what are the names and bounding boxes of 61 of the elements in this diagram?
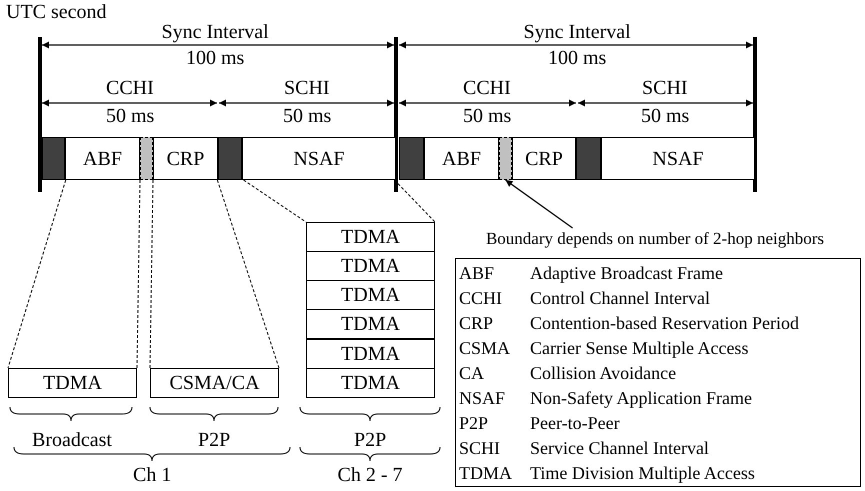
slot-label: TDMA <box>341 255 400 277</box>
definition-cell: Collision Avoidance <box>530 364 676 383</box>
segment-label: ABF <box>442 148 481 170</box>
slot-label: TDMA <box>341 343 400 365</box>
frame-segment <box>512 137 576 180</box>
definition-cell: Service Channel Interval <box>530 439 709 458</box>
guard-interval-bar <box>576 137 601 180</box>
slot-box <box>306 309 435 339</box>
frame-segment <box>424 137 499 180</box>
slot-box <box>306 339 435 369</box>
definition-cell: Time Division Multiple Access <box>530 464 755 483</box>
projection-line <box>136 180 140 368</box>
segment-label: CRP <box>166 148 204 170</box>
segment-label: NSAF <box>652 148 704 170</box>
boundary-bar <box>140 137 153 180</box>
abbreviation-cell: NSAF <box>459 389 506 408</box>
projection-line <box>243 180 306 222</box>
abbreviation-cell: P2P <box>459 414 488 433</box>
slot-box <box>150 368 279 398</box>
abbreviation-cell: CCHI <box>459 289 502 308</box>
interval-label: Sync Interval <box>160 22 271 42</box>
slot-box <box>306 280 435 310</box>
boundary-bar <box>499 137 512 180</box>
projection-line <box>150 180 154 368</box>
slot-label: TDMA <box>43 372 102 394</box>
definition-cell: Adaptive Broadcast Frame <box>530 264 723 283</box>
abbreviation-cell: CA <box>459 364 484 383</box>
slot-label: TDMA <box>341 226 400 248</box>
guard-interval-bar <box>399 137 424 180</box>
frame-segment <box>601 137 755 180</box>
definition-cell: Peer-to-Peer <box>530 414 620 433</box>
slot-box <box>306 222 435 252</box>
projection-line <box>216 180 280 368</box>
guard-interval-bar <box>42 137 65 180</box>
definition-cell: Contention-based Reservation Period <box>530 314 799 333</box>
frame-segment <box>65 137 140 180</box>
guard-interval-bar <box>218 137 242 180</box>
abbreviation-cell: CSMA <box>459 339 510 358</box>
abbreviation-cell: CRP <box>459 314 494 333</box>
definition-cell: Control Channel Interval <box>530 289 710 308</box>
slot-label: TDMA <box>341 284 400 306</box>
annotation-note: Boundary depends on number of 2-hop neighbors <box>449 228 861 250</box>
abbreviation-cell: TDMA <box>459 464 512 483</box>
frame-segment <box>153 137 218 180</box>
definition-cell: Carrier Sense Multiple Access <box>530 339 748 358</box>
slot-label: CSMA/CA <box>169 372 260 394</box>
segment-label: ABF <box>83 148 122 170</box>
slot-label: TDMA <box>341 313 400 335</box>
slot-box <box>306 368 435 398</box>
segment-label: CRP <box>525 148 563 170</box>
interval-label: Sync Interval <box>522 22 633 42</box>
slot-label: TDMA <box>341 372 400 394</box>
abbreviation-cell: ABF <box>459 264 494 283</box>
slot-box <box>8 368 137 398</box>
slot-box <box>306 251 435 281</box>
abbreviation-cell: SCHI <box>459 439 500 458</box>
arrow <box>505 179 573 229</box>
definition-cell: Non-Safety Application Frame <box>530 389 752 408</box>
frame-segment <box>242 137 396 180</box>
projection-line <box>8 180 66 368</box>
segment-label: NSAF <box>293 148 345 170</box>
